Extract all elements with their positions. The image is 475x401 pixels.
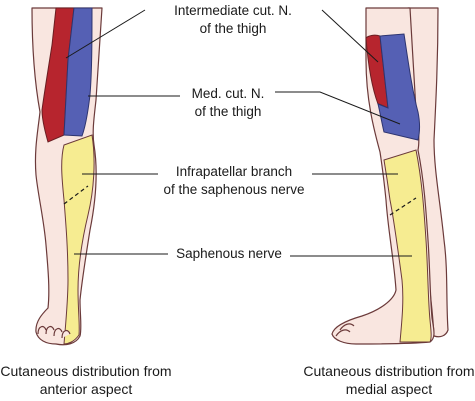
anterior-leg [31, 7, 103, 346]
label-infrapatellar-line1: Infrapatellar branch [176, 164, 292, 179]
caption-medial-line1: Cutaneous distribution from [303, 363, 474, 379]
medial-saphenous-region [383, 149, 432, 343]
medial-leg [331, 7, 449, 345]
label-infrapatellar-line2: of the saphenous nerve [163, 182, 304, 197]
anterior-medial-cutaneous-region [63, 7, 93, 137]
medial-toes [335, 323, 355, 337]
label-intermediate-line2: of the thigh [200, 21, 267, 36]
anterior-infrapatellar-boundary [63, 185, 89, 205]
label-saphenous: Saphenous nerve [176, 246, 282, 261]
caption-anterior-line1: Cutaneous distribution from [0, 363, 171, 379]
label-medial-line2: of the thigh [195, 104, 262, 119]
label-intermediate-line1: Intermediate cut. N. [174, 3, 292, 18]
label-medial-line1: Med. cut. N. [192, 86, 265, 101]
caption-anterior-line2: anterior aspect [40, 381, 133, 397]
medial-medial-cutaneous-region [377, 33, 420, 141]
leader-lines [65, 9, 412, 257]
anterior-intermediate-cutaneous-region [41, 7, 75, 143]
anterior-saphenous-region [61, 134, 95, 345]
medial-infrapatellar-boundary [389, 197, 417, 216]
caption-medial-line2: medial aspect [346, 381, 432, 397]
anterior-toes [37, 325, 71, 339]
